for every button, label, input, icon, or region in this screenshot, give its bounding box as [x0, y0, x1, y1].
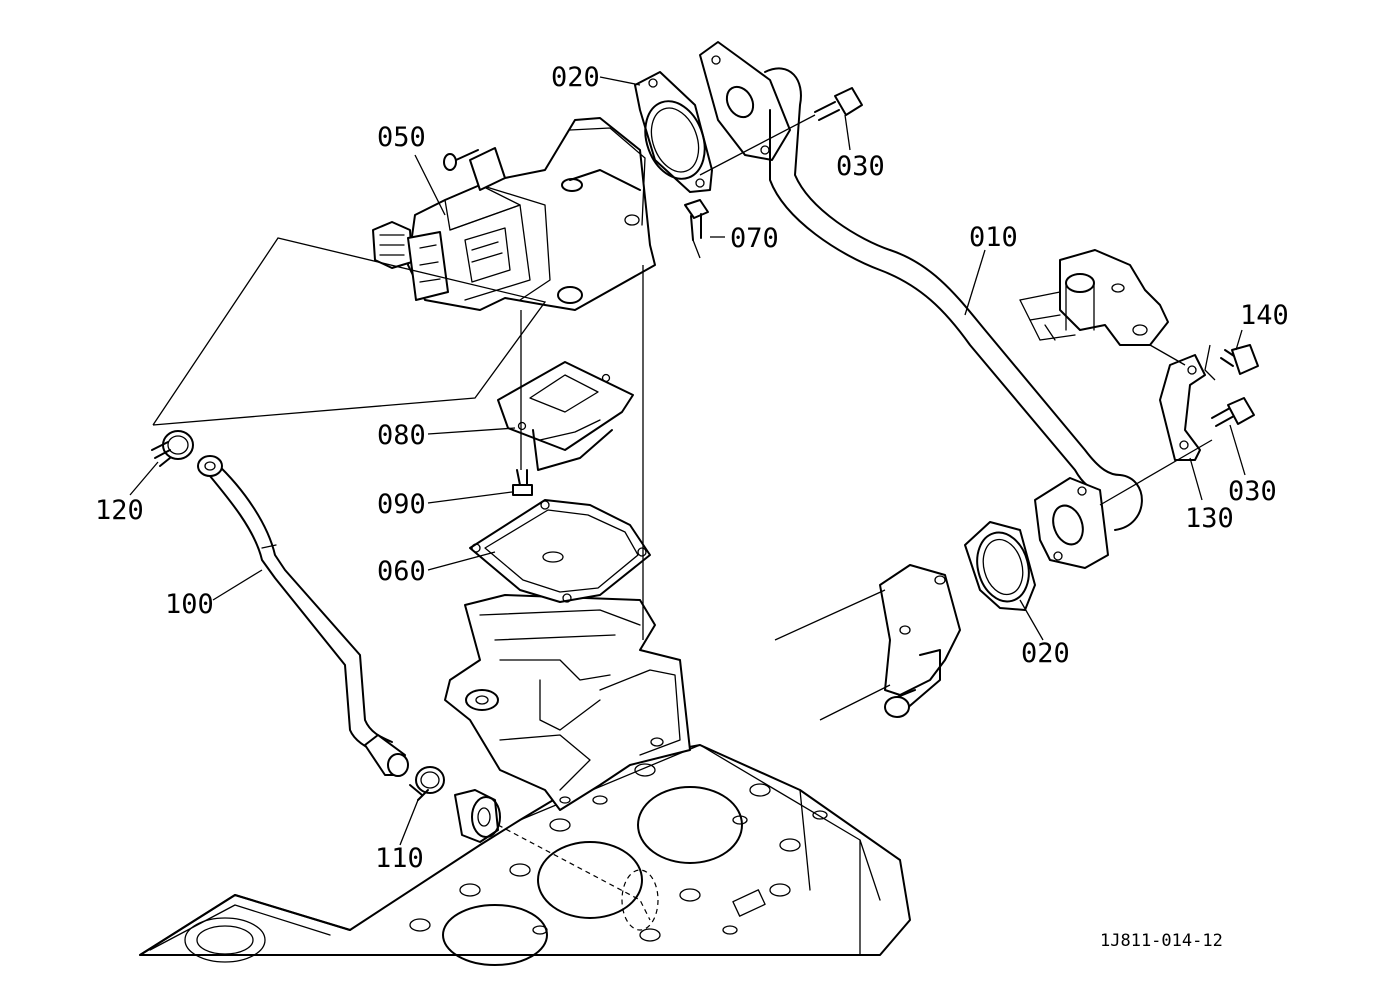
part-labels: 020 050 030 070 010 140 080 030 090 120 …	[95, 62, 1289, 874]
cylinder-head	[139, 744, 911, 966]
clamp-120	[151, 430, 194, 467]
egr-valve-050	[372, 117, 656, 311]
label-020-bottom: 020	[1021, 638, 1070, 669]
leader-lines	[129, 76, 1246, 846]
bolt-140	[1204, 344, 1259, 381]
reed-plate-080	[497, 361, 634, 471]
exhaust-manifold-bracket-area	[1019, 249, 1169, 346]
assembly-lines	[152, 114, 1213, 931]
clamp-110	[409, 766, 501, 843]
label-060: 060	[377, 556, 426, 587]
egr-cooler-outlet	[774, 564, 961, 721]
bracket-130	[1159, 354, 1206, 461]
label-110: 110	[375, 843, 424, 874]
bolt-070	[684, 199, 709, 259]
bolt-030-top	[814, 87, 863, 121]
hose-100	[197, 455, 409, 777]
label-090: 090	[377, 489, 426, 520]
intake-manifold	[444, 594, 691, 811]
bolt-030-right	[1211, 397, 1255, 427]
label-070: 070	[730, 223, 779, 254]
label-050: 050	[377, 122, 426, 153]
egr-pipe-010	[699, 41, 1143, 569]
gasket-020-bottom	[964, 521, 1036, 611]
label-100: 100	[165, 589, 214, 620]
gasket-060	[469, 499, 651, 603]
label-030-right: 030	[1228, 476, 1277, 507]
label-140: 140	[1240, 300, 1289, 331]
label-020-top: 020	[551, 62, 600, 93]
drawing-code: 1J811-014-12	[1100, 931, 1223, 951]
bolt-090	[512, 469, 533, 496]
label-030-top: 030	[836, 151, 885, 182]
label-010: 010	[969, 222, 1018, 253]
label-120: 120	[95, 495, 144, 526]
label-130: 130	[1185, 503, 1234, 534]
label-080: 080	[377, 420, 426, 451]
gasket-020-top	[634, 71, 713, 193]
